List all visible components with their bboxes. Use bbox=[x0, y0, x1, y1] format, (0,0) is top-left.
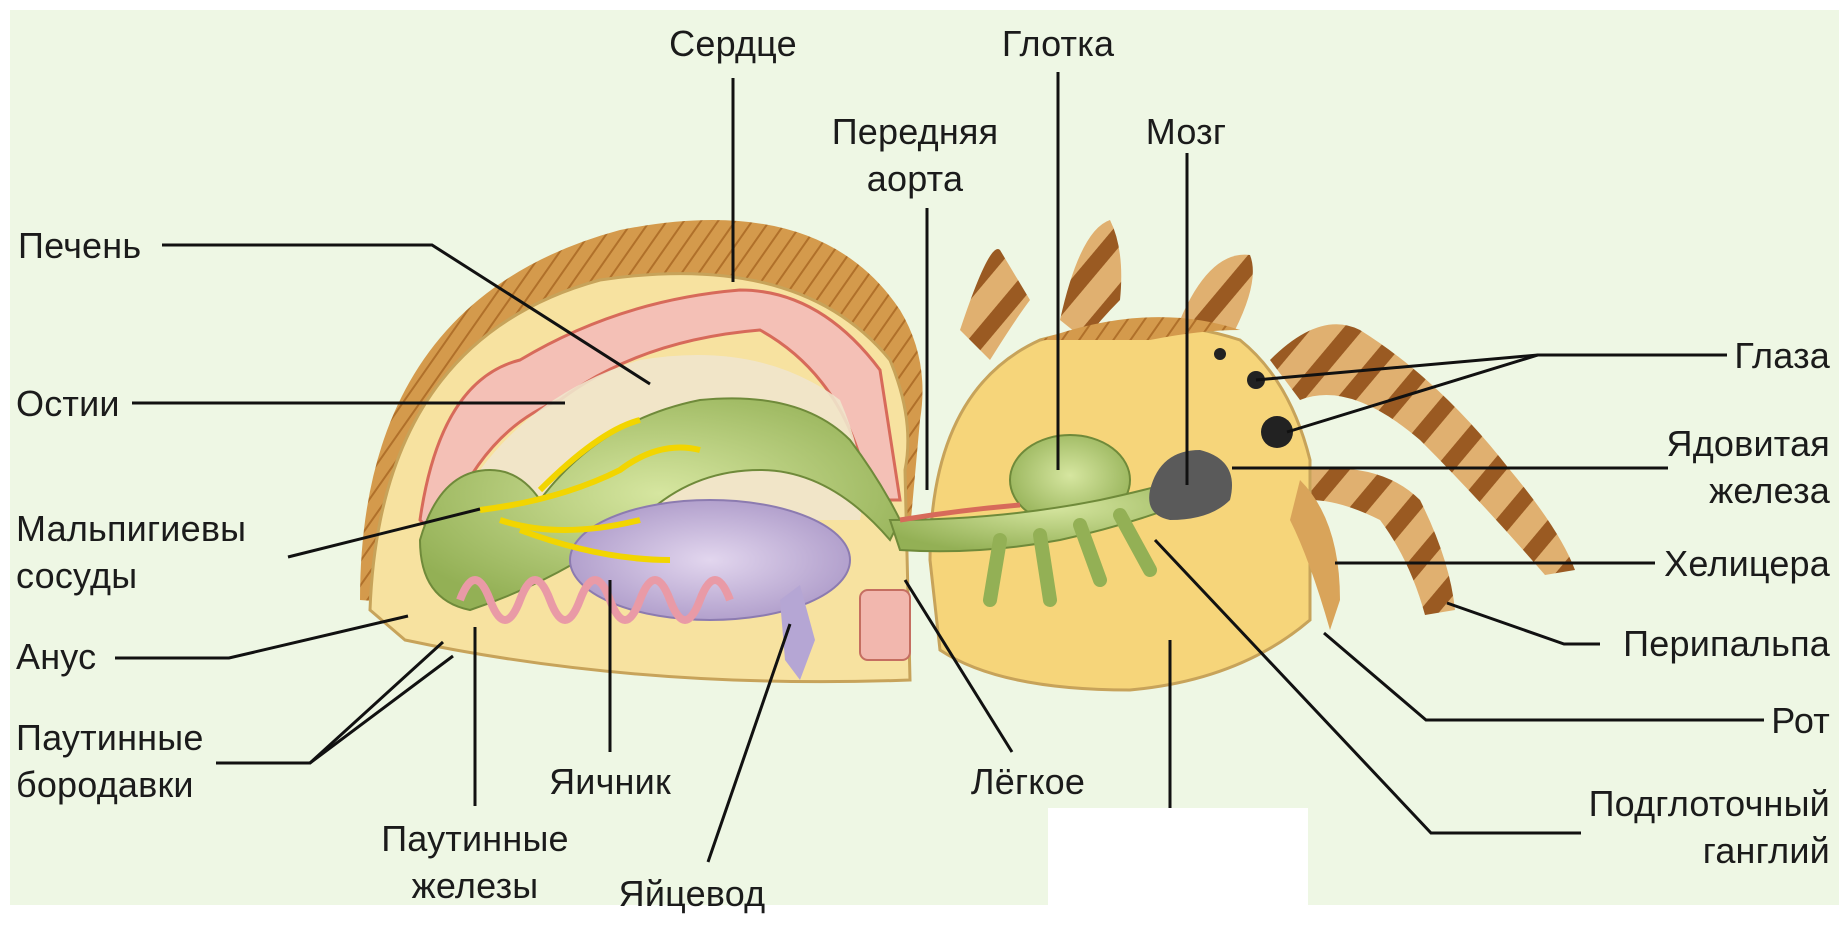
label-lung: Лёгкое bbox=[958, 758, 1098, 805]
label-anterior-aorta-line1: Передняя bbox=[820, 108, 1010, 155]
label-silk-glands-line1: Паутинные bbox=[360, 815, 590, 862]
label-anterior-aorta-line2: аорта bbox=[820, 155, 1010, 202]
label-heart: Сердце bbox=[652, 20, 814, 67]
lung-illustration bbox=[860, 590, 910, 660]
label-silk-glands: Паутинные железы bbox=[360, 815, 590, 909]
label-malpighian-line2: сосуды bbox=[16, 552, 246, 599]
label-venom-gland-line2: железа bbox=[1580, 467, 1830, 514]
label-venom-gland: Ядовитая железа bbox=[1580, 420, 1830, 514]
label-ovary: Яичник bbox=[528, 758, 692, 805]
label-subpharyngeal-line1: Подглоточный bbox=[1540, 780, 1830, 827]
label-chelicera: Хелицера bbox=[1580, 540, 1830, 587]
label-liver: Печень bbox=[18, 222, 141, 269]
label-malpighian-line1: Мальпигиевы bbox=[16, 505, 246, 552]
blank-label-box bbox=[1048, 808, 1308, 918]
label-eyes: Глаза bbox=[1620, 332, 1830, 379]
label-spinnerets-line1: Паутинные bbox=[16, 714, 204, 761]
label-oviduct: Яйцевод bbox=[612, 870, 772, 917]
label-anus: Анус bbox=[16, 633, 96, 680]
label-spinnerets-line2: бородавки bbox=[16, 761, 204, 808]
label-subpharyngeal: Подглоточный ганглий bbox=[1540, 780, 1830, 874]
label-pedipalp: Перипальпа bbox=[1580, 620, 1830, 667]
label-silk-glands-line2: железы bbox=[360, 862, 590, 909]
label-pharynx: Глотка bbox=[984, 20, 1132, 67]
label-malpighian: Мальпигиевы сосуды bbox=[16, 505, 246, 599]
label-mouth: Рот bbox=[1700, 697, 1830, 744]
eye-tiny-icon bbox=[1214, 348, 1226, 360]
label-ostia: Остии bbox=[16, 380, 120, 427]
label-brain: Мозг bbox=[1130, 108, 1242, 155]
label-anterior-aorta: Передняя аорта bbox=[820, 108, 1010, 202]
label-venom-gland-line1: Ядовитая bbox=[1580, 420, 1830, 467]
label-spinnerets: Паутинные бородавки bbox=[16, 714, 204, 808]
label-subpharyngeal-line2: ганглий bbox=[1540, 827, 1830, 874]
